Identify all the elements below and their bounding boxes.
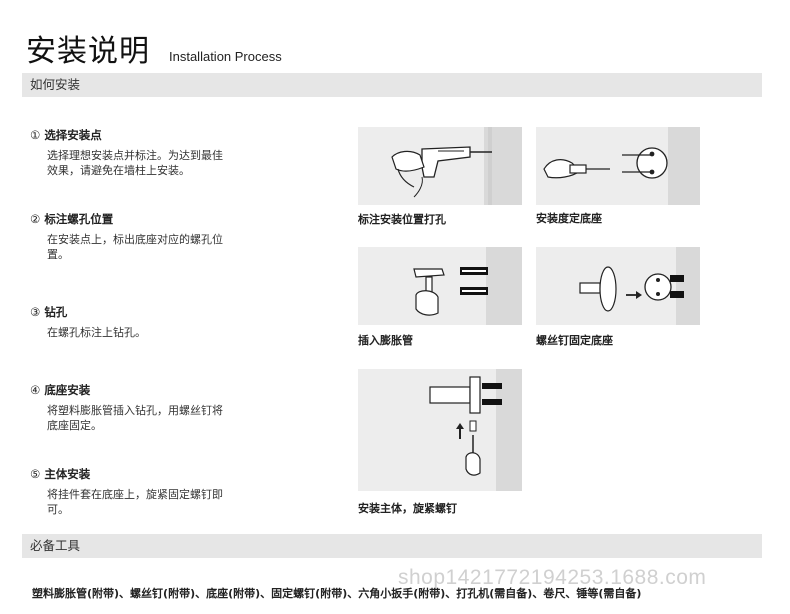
step-body: 将塑料膨胀管插入钻孔，用螺丝钉将底座固定。 — [47, 404, 223, 432]
step-body: 在螺孔标注上钻孔。 — [47, 326, 146, 339]
step-heading: 钻孔 — [44, 305, 68, 319]
step-body: 选择理想安装点并标注。为达到最佳效果，请避免在墙柱上安装。 — [47, 149, 223, 177]
step-number: ③ — [30, 305, 41, 319]
step-body: 将挂件套在底座上，旋紧固定螺钉即可。 — [47, 488, 223, 516]
hammer-illustration — [358, 247, 522, 325]
section-header-install: 如何安装 — [22, 73, 762, 97]
step-heading: 选择安装点 — [44, 128, 102, 142]
step-body: 在安装点上，标出底座对应的螺孔位置。 — [47, 233, 223, 261]
caption-anchor: 插入膨胀管 — [358, 334, 413, 347]
mount-illustration — [358, 369, 522, 491]
caption-drill: 标注安装位置打孔 — [358, 213, 446, 226]
step-heading: 标注螺孔位置 — [44, 212, 114, 226]
tools-list: 塑料膨胀管(附带)、螺丝钉(附带)、底座(附带)、固定螺钉(附带)、六角小扳手(… — [32, 587, 642, 600]
step-heading: 主体安装 — [44, 467, 91, 481]
page-title: 安装说明 — [26, 34, 150, 69]
drill-illustration — [358, 127, 522, 205]
section-header-tools: 必备工具 — [22, 534, 762, 558]
step-number: ⑤ — [30, 467, 41, 481]
screwdriver-illustration — [536, 127, 700, 205]
caption-mount-body: 安装主体，旋紧螺钉 — [358, 502, 457, 515]
step-number: ④ — [30, 383, 41, 397]
step-heading: 底座安装 — [44, 383, 91, 397]
step-number: ② — [30, 212, 41, 226]
step-number: ① — [30, 128, 41, 142]
wall-plate-illustration — [536, 247, 700, 325]
caption-base: 安装度定底座 — [536, 212, 602, 225]
watermark: shop1421772194253.1688.com — [398, 566, 707, 589]
caption-screw-base: 螺丝钉固定底座 — [536, 334, 613, 347]
page-subtitle: Installation Process — [169, 49, 282, 64]
